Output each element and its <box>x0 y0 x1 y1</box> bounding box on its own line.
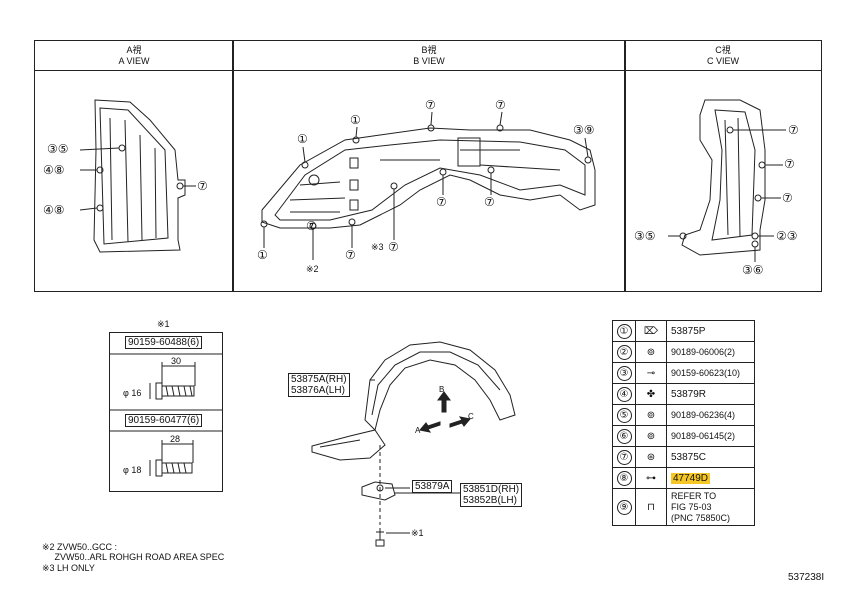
b-callout-7-c: ⑦ <box>436 195 447 209</box>
c-callout-3-5: ③⑤ <box>634 229 656 243</box>
parts-legend-table: ①⌦53875P ②⊚90189-06006(2) ③⊸90159-60623(… <box>612 320 755 526</box>
a-callout-7: ⑦ <box>197 179 208 193</box>
c-callout-7-a: ⑦ <box>788 123 799 137</box>
nut-icon: ⊚ <box>646 409 656 421</box>
note-x2-line1: ※2 ZVW50..GCC : <box>42 542 118 552</box>
legend-row: ②⊚90189-06006(2) <box>612 341 755 363</box>
c-callout-2-3: ②③ <box>776 229 798 243</box>
legend-row: ⑤⊚90189-06236(4) <box>612 404 755 426</box>
assembly-note-mark: ※1 <box>411 528 424 538</box>
legend-row: ④✤53879R <box>612 383 755 405</box>
figure-id: 537238I <box>788 572 825 583</box>
direction-c-label: C <box>468 412 474 421</box>
c-callout-7-c: ⑦ <box>782 191 793 205</box>
bolt-2-diameter: φ 18 <box>123 465 142 475</box>
liner-part-number: 53875A(RH)53876A(LH) <box>288 373 350 397</box>
legend-row: ⑧⊶47749D <box>612 467 755 489</box>
a-callout-3-5: ③⑤ <box>47 142 69 156</box>
b-callout-7-e: ⑦ <box>306 219 317 233</box>
note-x3: ※3 LH ONLY <box>42 563 95 573</box>
note-x2-line2: ZVW50..ARL ROHGH ROAD AREA SPEC <box>42 552 225 562</box>
nut-icon: ⊚ <box>646 346 656 358</box>
highlighted-part-number[interactable]: 47749D <box>671 472 711 484</box>
b-callout-7-f: ⑦ <box>345 248 356 262</box>
b-callout-1-c: ① <box>257 248 268 262</box>
bolt-1-part-number: 90159-60488(6) <box>125 336 203 349</box>
bolt-1-length: 30 <box>171 356 182 366</box>
clip-icon: ⌦ <box>643 325 659 337</box>
b-callout-1-a: ① <box>297 132 308 146</box>
legend-row: ③⊸90159-60623(10) <box>612 362 755 384</box>
bolt-2-length: 28 <box>170 434 181 444</box>
nut-icon: ⊚ <box>646 430 656 442</box>
bolt-1-diameter: φ 16 <box>123 388 142 398</box>
legend-row: ⑥⊚90189-06145(2) <box>612 425 755 447</box>
b-callout-x3: ※3 <box>371 242 384 252</box>
seal-part-number: 53851D(RH)53852B(LH) <box>460 483 523 507</box>
clip-icon: ✤ <box>646 388 656 400</box>
clip-icon: ⊛ <box>646 451 656 463</box>
c-callout-7-b: ⑦ <box>784 157 795 171</box>
b-callout-7-b: ⑦ <box>495 98 506 112</box>
legend-row: ⑦⊛53875C <box>612 446 755 468</box>
bolt-2-part-number: 90159-60477(6) <box>125 414 203 427</box>
b-callout-1-b: ① <box>350 113 361 127</box>
bracket-part-number: 53879A <box>412 480 453 493</box>
b-callout-x2: ※2 <box>306 264 319 274</box>
bolt-box-note-mark: ※1 <box>157 319 170 329</box>
c-callout-3-6: ③⑥ <box>742 263 764 277</box>
legend-row: ①⌦53875P <box>612 320 755 342</box>
b-callout-7-g: ⑦ <box>388 240 399 254</box>
a-callout-4-8-bottom: ④⑧ <box>43 203 65 217</box>
retainer-icon: ⊶ <box>646 472 656 484</box>
grommet-icon: ⊓ <box>647 501 655 513</box>
b-callout-3-9: ③⑨ <box>573 123 595 137</box>
b-callout-7-a: ⑦ <box>425 98 436 112</box>
b-callout-7-d: ⑦ <box>484 195 495 209</box>
a-callout-4-8-top: ④⑧ <box>43 163 65 177</box>
direction-a-label: A <box>415 426 421 435</box>
screw-icon: ⊸ <box>646 367 656 379</box>
direction-b-label: B <box>439 385 445 394</box>
bolt-detail-box <box>109 332 223 492</box>
